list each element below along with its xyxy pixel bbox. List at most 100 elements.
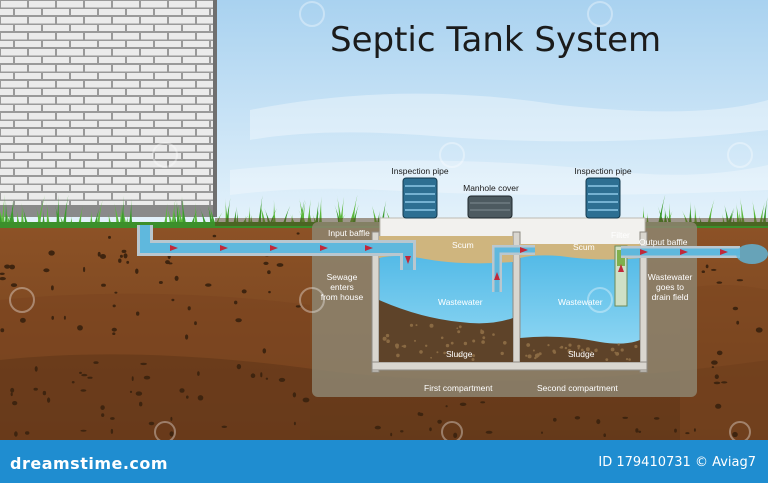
pebble xyxy=(236,364,242,370)
pebble xyxy=(212,234,217,238)
sludge-particle xyxy=(527,354,532,359)
brand-logo[interactable]: dreamstime.com xyxy=(10,454,169,473)
pebble xyxy=(170,416,173,421)
pebble xyxy=(111,327,117,332)
sludge-particle xyxy=(457,330,461,334)
pebble xyxy=(51,315,54,320)
sludge-particle xyxy=(620,348,624,352)
drain-outflow xyxy=(736,244,768,264)
grass-blade xyxy=(163,203,168,228)
pebble xyxy=(93,361,99,364)
grass-blade xyxy=(46,202,51,228)
pebble xyxy=(714,374,719,380)
pebble xyxy=(43,268,50,273)
pebble xyxy=(721,381,728,384)
pebble xyxy=(260,372,263,378)
watermark-icon xyxy=(9,1,753,440)
sludge-layer-right xyxy=(520,336,640,362)
sludge-particle xyxy=(456,327,459,330)
pebble xyxy=(51,285,54,291)
pebble xyxy=(292,392,297,398)
sludge-particle xyxy=(458,325,462,329)
grass-blade xyxy=(207,203,215,228)
pebble xyxy=(250,373,256,379)
sludge-particle xyxy=(480,329,483,332)
pebble xyxy=(705,264,709,269)
pebble xyxy=(80,389,87,392)
pebble xyxy=(736,279,744,282)
page-title: Septic Tank System xyxy=(330,20,662,60)
pebble xyxy=(12,401,18,406)
pebble xyxy=(63,315,66,320)
label-scum-left: Scum xyxy=(452,240,474,250)
soil-layer xyxy=(680,285,768,440)
sludge-particle xyxy=(472,339,476,343)
label-second-compartment: Second compartment xyxy=(537,383,618,393)
pebble xyxy=(174,275,179,281)
label-inspection-pipe-right: Inspection pipe xyxy=(574,166,632,176)
pebble xyxy=(48,250,55,256)
pebble xyxy=(674,428,677,433)
sludge-particle xyxy=(385,333,390,338)
pebble xyxy=(10,392,13,397)
sludge-particle xyxy=(445,343,450,348)
pebble xyxy=(262,348,267,354)
pebble xyxy=(553,417,557,422)
sludge-particle xyxy=(532,349,535,352)
pebble xyxy=(83,266,86,273)
sludge-particle xyxy=(436,351,439,354)
pebble xyxy=(165,260,170,265)
pebble xyxy=(194,321,197,326)
pebble xyxy=(653,417,660,420)
image-credit: ID 179410731 © Aviag7 xyxy=(598,455,756,470)
pebble xyxy=(33,387,38,391)
pebble xyxy=(267,270,271,275)
pebble xyxy=(603,433,606,438)
sludge-particle xyxy=(625,358,629,361)
pebble xyxy=(77,325,83,331)
sludge-particle xyxy=(429,323,434,328)
inspection-pipe-left-icon xyxy=(402,177,438,219)
pebble xyxy=(169,431,174,437)
pebble xyxy=(716,350,723,356)
sludge-particle xyxy=(443,351,446,355)
pebble xyxy=(114,291,118,294)
pebble xyxy=(0,272,5,275)
grass-blade xyxy=(176,199,184,228)
sludge-particle xyxy=(535,354,539,358)
flow-arrow xyxy=(170,245,178,251)
sludge-particle xyxy=(572,350,576,354)
sludge-particle xyxy=(395,345,399,349)
sludge-particle xyxy=(503,341,507,345)
pebble xyxy=(302,397,310,403)
flow-arrow xyxy=(520,247,528,253)
pebble xyxy=(135,268,139,274)
sludge-particle xyxy=(425,344,428,347)
pebble xyxy=(685,432,690,435)
label-output-baffle: Output baffle xyxy=(639,237,688,247)
sludge-particle xyxy=(547,344,550,347)
sludge-particle xyxy=(471,358,475,361)
pebble xyxy=(186,395,189,399)
flow-arrow xyxy=(270,245,278,251)
pebble xyxy=(693,428,696,432)
label-wastewater-right: Wastewater xyxy=(558,297,603,307)
pebble xyxy=(296,232,300,235)
grass-blade xyxy=(170,198,176,228)
sludge-particle xyxy=(525,354,528,357)
pebble xyxy=(158,281,163,284)
cloud xyxy=(250,93,768,142)
grass-blade xyxy=(176,199,181,228)
sludge-particle xyxy=(481,340,485,344)
sludge-particle xyxy=(585,347,590,352)
label-wastewater-left: Wastewater xyxy=(438,297,483,307)
pebble xyxy=(42,390,47,396)
pebble xyxy=(732,431,738,438)
soil-pebbles xyxy=(0,232,763,438)
sludge-particle xyxy=(577,344,581,348)
label-sewage-enters: Sewage enters from house xyxy=(320,272,364,302)
sludge-particle xyxy=(409,323,414,327)
pebble xyxy=(417,412,421,416)
pebble xyxy=(234,300,238,305)
grass-blade xyxy=(113,201,121,228)
